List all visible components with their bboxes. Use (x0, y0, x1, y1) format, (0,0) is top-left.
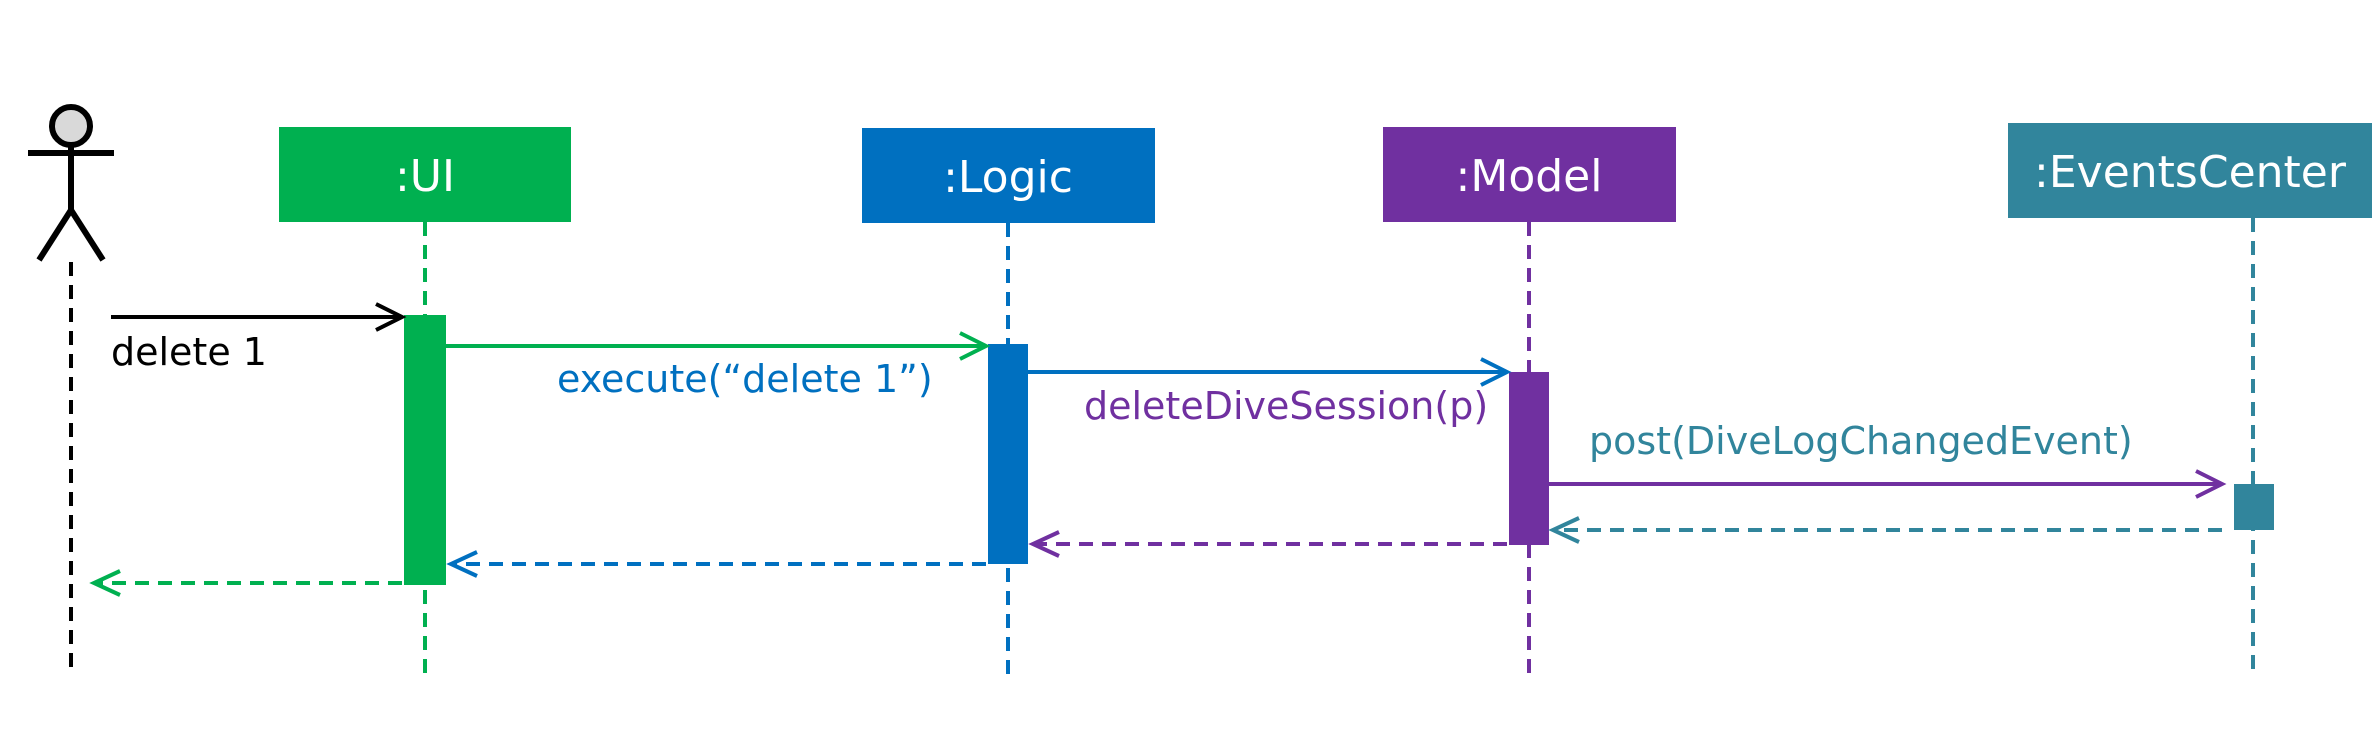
arrowhead-icon (1548, 516, 1580, 544)
ui-activation-bar (404, 315, 446, 585)
message-delete-1: delete 1 (111, 302, 407, 374)
actor-stick-figure-icon (28, 104, 114, 262)
message-delete-1-label: delete 1 (111, 330, 267, 374)
arrowhead-icon (1480, 357, 1512, 387)
participant-ui-label: :UI (395, 151, 455, 202)
participant-model-box (1383, 127, 1676, 222)
logic-activation-bar (988, 344, 1028, 564)
message-delete-dive-session: deleteDiveSession(p) (1028, 357, 1512, 428)
participant-model: :Model (1383, 127, 1676, 222)
arrowhead-icon (1028, 530, 1060, 558)
participant-events-center-box (2008, 123, 2372, 218)
arrowhead-icon (89, 569, 121, 597)
message-post-event-label: post(DiveLogChangedEvent) (1589, 419, 2133, 463)
return-model-to-logic (1028, 530, 1507, 558)
participant-logic-label: :Logic (943, 152, 1073, 203)
return-ui-to-actor (89, 569, 402, 597)
arrowhead-icon (375, 302, 407, 332)
participant-events-center: :EventsCenter (2008, 123, 2372, 218)
participant-model-label: :Model (1456, 151, 1603, 202)
participant-logic: :Logic (862, 128, 1155, 223)
message-delete-dive-session-label: deleteDiveSession(p) (1084, 384, 1488, 428)
arrowhead-icon (2195, 469, 2227, 499)
model-activation-bar (1509, 372, 1549, 545)
participant-logic-box (862, 128, 1155, 223)
message-execute-label: execute(“delete 1”) (557, 357, 933, 401)
participant-ui-box (279, 127, 571, 222)
arrowhead-icon (446, 550, 478, 578)
participant-ui: :UI (279, 127, 571, 222)
events-center-activation-bar (2234, 484, 2274, 530)
participant-events-center-label: :EventsCenter (2034, 147, 2347, 198)
message-execute: execute(“delete 1”) (446, 331, 991, 401)
arrowhead-icon (959, 331, 991, 361)
message-post-event: post(DiveLogChangedEvent) (1549, 419, 2227, 499)
return-logic-to-ui (446, 550, 986, 578)
return-events-to-model (1548, 516, 2222, 544)
actor-head (49, 104, 93, 148)
